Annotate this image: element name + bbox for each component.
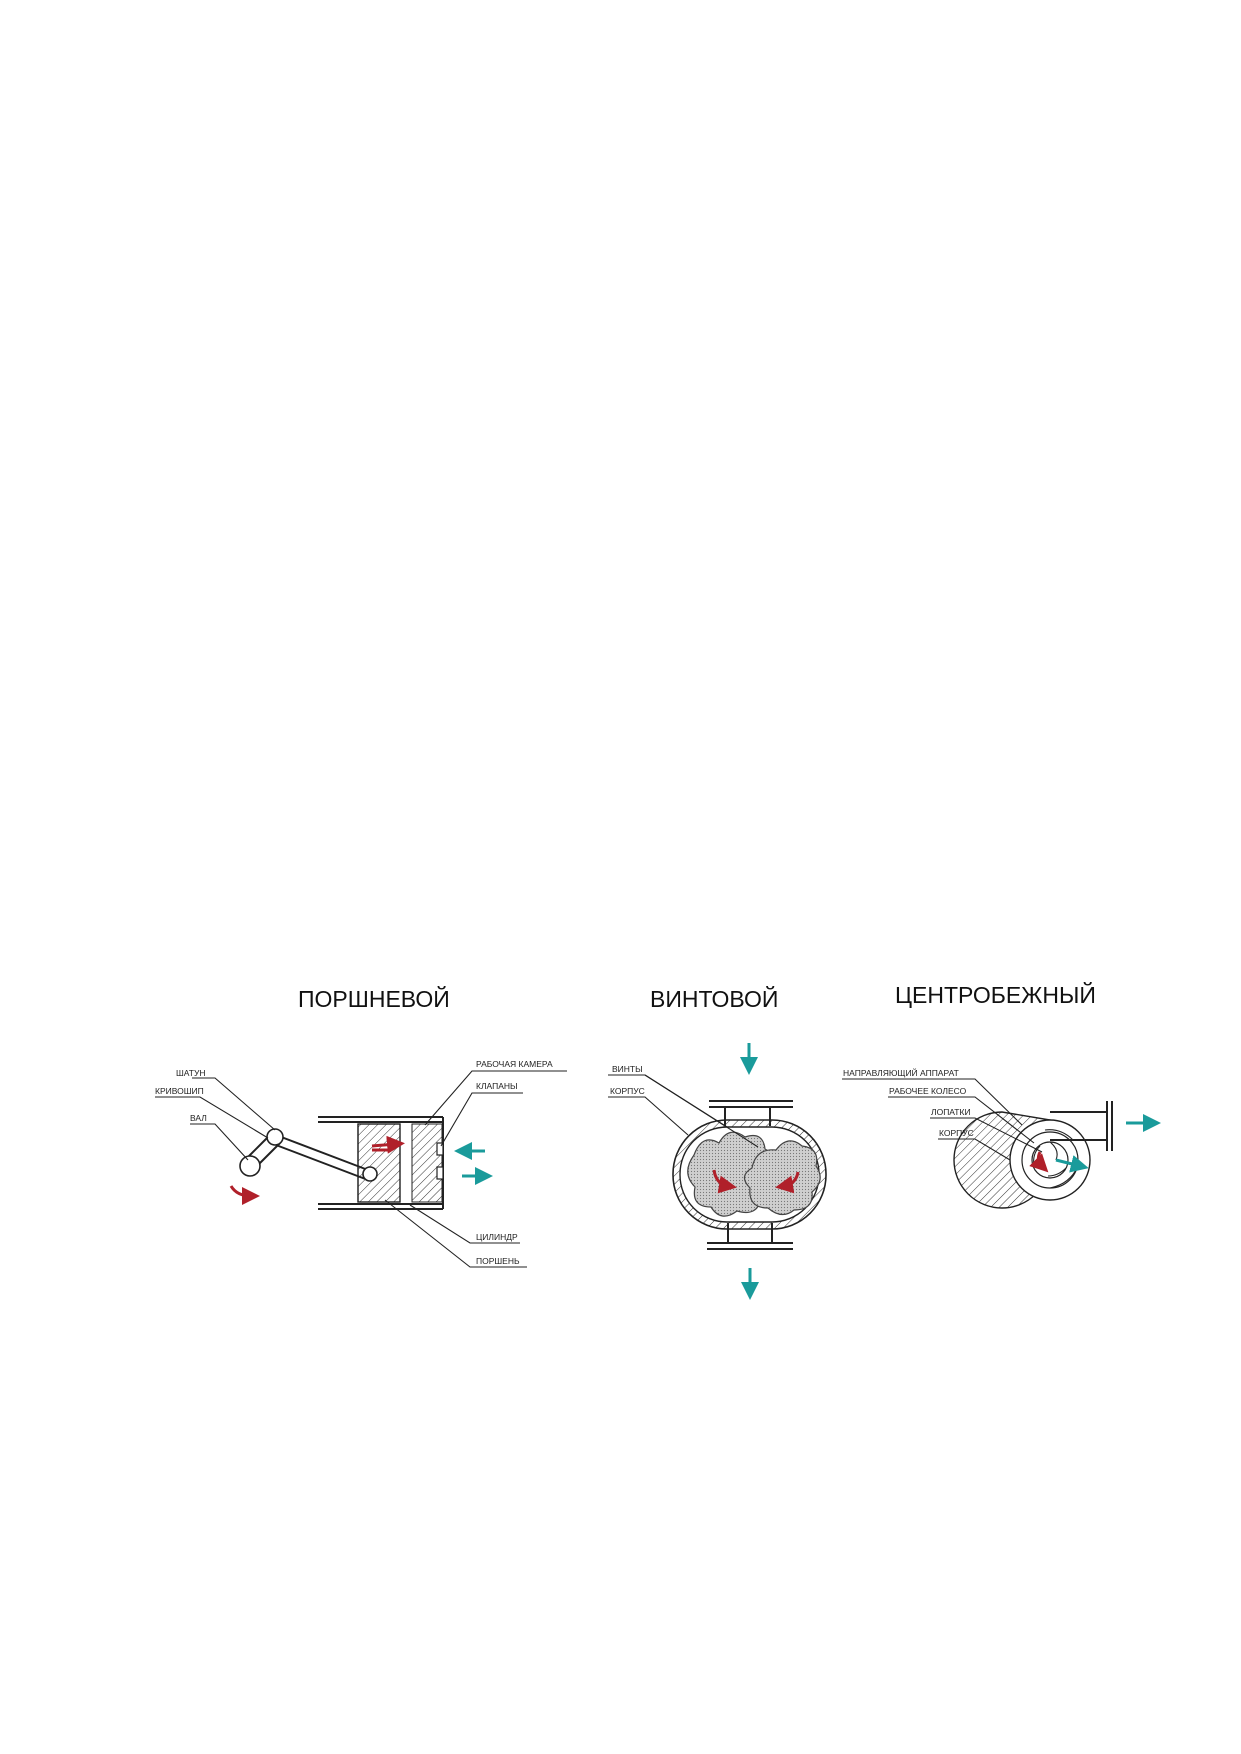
title-screw: ВИНТОВОЙ: [650, 985, 778, 1012]
crank-pin: [266, 1128, 284, 1146]
centrifugal-pump-drawing: НАПРАВЛЯЮЩИЙ АППАРАТ РАБОЧЕЕ КОЛЕСО ЛОПА…: [842, 1067, 1161, 1209]
internal-flow-arrow: [1055, 1155, 1089, 1173]
impeller-rotation-arrow: [1029, 1151, 1049, 1173]
label-blades: ЛОПАТКИ: [931, 1107, 971, 1117]
label-cylinder: ЦИЛИНДР: [476, 1232, 518, 1242]
leader-impeller: [888, 1096, 1035, 1144]
label-piston: ПОРШЕНЬ: [476, 1256, 520, 1266]
label-chamber: РАБОЧАЯ КАМЕРА: [476, 1059, 553, 1069]
leader-guide: [842, 1078, 1023, 1126]
screw-pump-drawing: ВИНТЫ КОРПУС: [608, 1043, 827, 1300]
label-val: ВАЛ: [190, 1113, 207, 1123]
wrist-pin: [362, 1166, 378, 1182]
working-chamber: [411, 1123, 443, 1203]
label-valves: КЛАПАНЫ: [476, 1081, 518, 1091]
title-piston: ПОРШНЕВОЙ: [298, 985, 450, 1012]
label-shatun: ШАТУН: [176, 1068, 206, 1078]
title-centrifugal: ЦЕНТРОБЕЖНЫЙ: [895, 981, 1096, 1008]
leader-cylinder: [409, 1204, 520, 1244]
label-impeller: РАБОЧЕЕ КОЛЕСО: [889, 1086, 967, 1096]
valve-outlet: [436, 1166, 444, 1180]
shaft: [239, 1155, 261, 1177]
piston-motion-arrow: [371, 1135, 405, 1154]
piston-pump-drawing: ШАТУН КРИВОШИП ВАЛ РАБОЧАЯ КАМЕРА КЛАПАН…: [155, 1059, 567, 1268]
valve-inlet: [436, 1142, 444, 1156]
blade: [1049, 1141, 1058, 1161]
label-guide: НАПРАВЛЯЮЩИЙ АППАРАТ: [843, 1067, 959, 1078]
leader-val: [190, 1123, 249, 1161]
leader-valves: [440, 1092, 523, 1147]
shaft-rotation-arrow: [229, 1185, 260, 1205]
label-krivoship: КРИВОШИП: [155, 1086, 204, 1096]
leader-centrifugal-housing: [938, 1138, 1011, 1161]
label-centrifugal-housing: КОРПУС: [939, 1128, 974, 1138]
piston: [357, 1123, 401, 1203]
connecting-rod: [275, 1134, 369, 1171]
right-rotation-arrow: [775, 1171, 800, 1194]
leader-krivoship: [155, 1096, 269, 1139]
label-housing: КОРПУС: [610, 1086, 645, 1096]
label-screws: ВИНТЫ: [612, 1064, 643, 1074]
leader-housing: [608, 1096, 689, 1136]
left-rotation-arrow: [712, 1169, 737, 1194]
leader-chamber: [424, 1070, 567, 1126]
leader-piston: [384, 1199, 527, 1268]
leader-shatun: [192, 1077, 276, 1131]
leader-blades: [930, 1117, 1043, 1153]
